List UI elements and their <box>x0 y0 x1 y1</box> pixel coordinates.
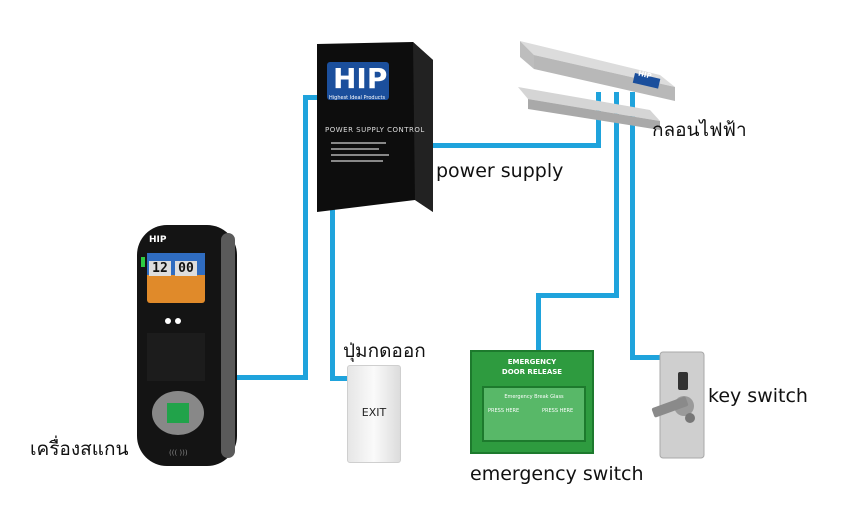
exit-button-plate: EXIT <box>347 365 401 463</box>
label-key-switch: key switch <box>708 385 808 407</box>
emergency-press-right: PRESS HERE <box>542 408 574 414</box>
wire-scanner-to-psu-h <box>236 375 308 380</box>
emergency-title-2: DOOR RELEASE <box>501 368 563 376</box>
label-exit-button: ปุ่มกดออก <box>343 340 426 362</box>
emergency-title-1: EMERGENCY <box>507 358 557 366</box>
exit-plate-text: EXIT <box>361 406 387 419</box>
wire-emergency-drop <box>536 293 541 350</box>
svg-text:((( ))): ((( ))) <box>169 449 188 457</box>
label-emergency-switch: emergency switch <box>470 463 644 485</box>
emergency-press-left: PRESS HERE <box>488 408 520 414</box>
label-magnetic-lock: กลอนไฟฟ้า <box>652 119 747 141</box>
wire-lock-to-emergency-v <box>614 92 619 298</box>
label-scanner: เครื่องสแกน <box>30 438 129 460</box>
key-switch <box>650 350 710 462</box>
psu-spec-lines <box>331 138 391 166</box>
scanner-brand-logo: HIP <box>149 235 167 245</box>
scanner-clock-hours: 12 <box>149 261 171 276</box>
wire-psu-top <box>303 95 323 100</box>
wire-psu-to-exit-v <box>330 195 335 380</box>
scanner-clock-minutes: 00 <box>175 261 197 276</box>
power-supply-unit: HIP Highest Ideal Products POWER SUPPLY … <box>315 40 435 215</box>
wire-lock-to-key-h <box>630 355 660 360</box>
scanner-status-led <box>141 257 145 267</box>
emergency-glass-text: Emergency Break Glass <box>504 394 564 400</box>
wire-scanner-to-psu-v <box>303 95 308 380</box>
magnetic-lock: HIP <box>510 35 675 130</box>
emergency-switch: EMERGENCY DOOR RELEASE Emergency Break G… <box>470 350 594 454</box>
psu-panel-title: POWER SUPPLY CONTROL <box>325 126 425 134</box>
wire-psu-to-lock-h <box>432 143 600 148</box>
label-power-supply: power supply <box>436 160 564 182</box>
wire-lock-to-emergency-h <box>536 293 619 298</box>
wire-psu-to-exit-h <box>330 376 350 381</box>
wire-lock-to-key-v <box>630 92 635 360</box>
emergency-glass-panel: Emergency Break Glass PRESS HERE PRESS H… <box>482 386 586 442</box>
fingerprint-scanner: ((( ))) HIP 12 00 <box>135 223 239 468</box>
psu-tagline: Highest Ideal Products <box>329 95 386 101</box>
psu-brand-logo: HIP <box>333 62 388 95</box>
